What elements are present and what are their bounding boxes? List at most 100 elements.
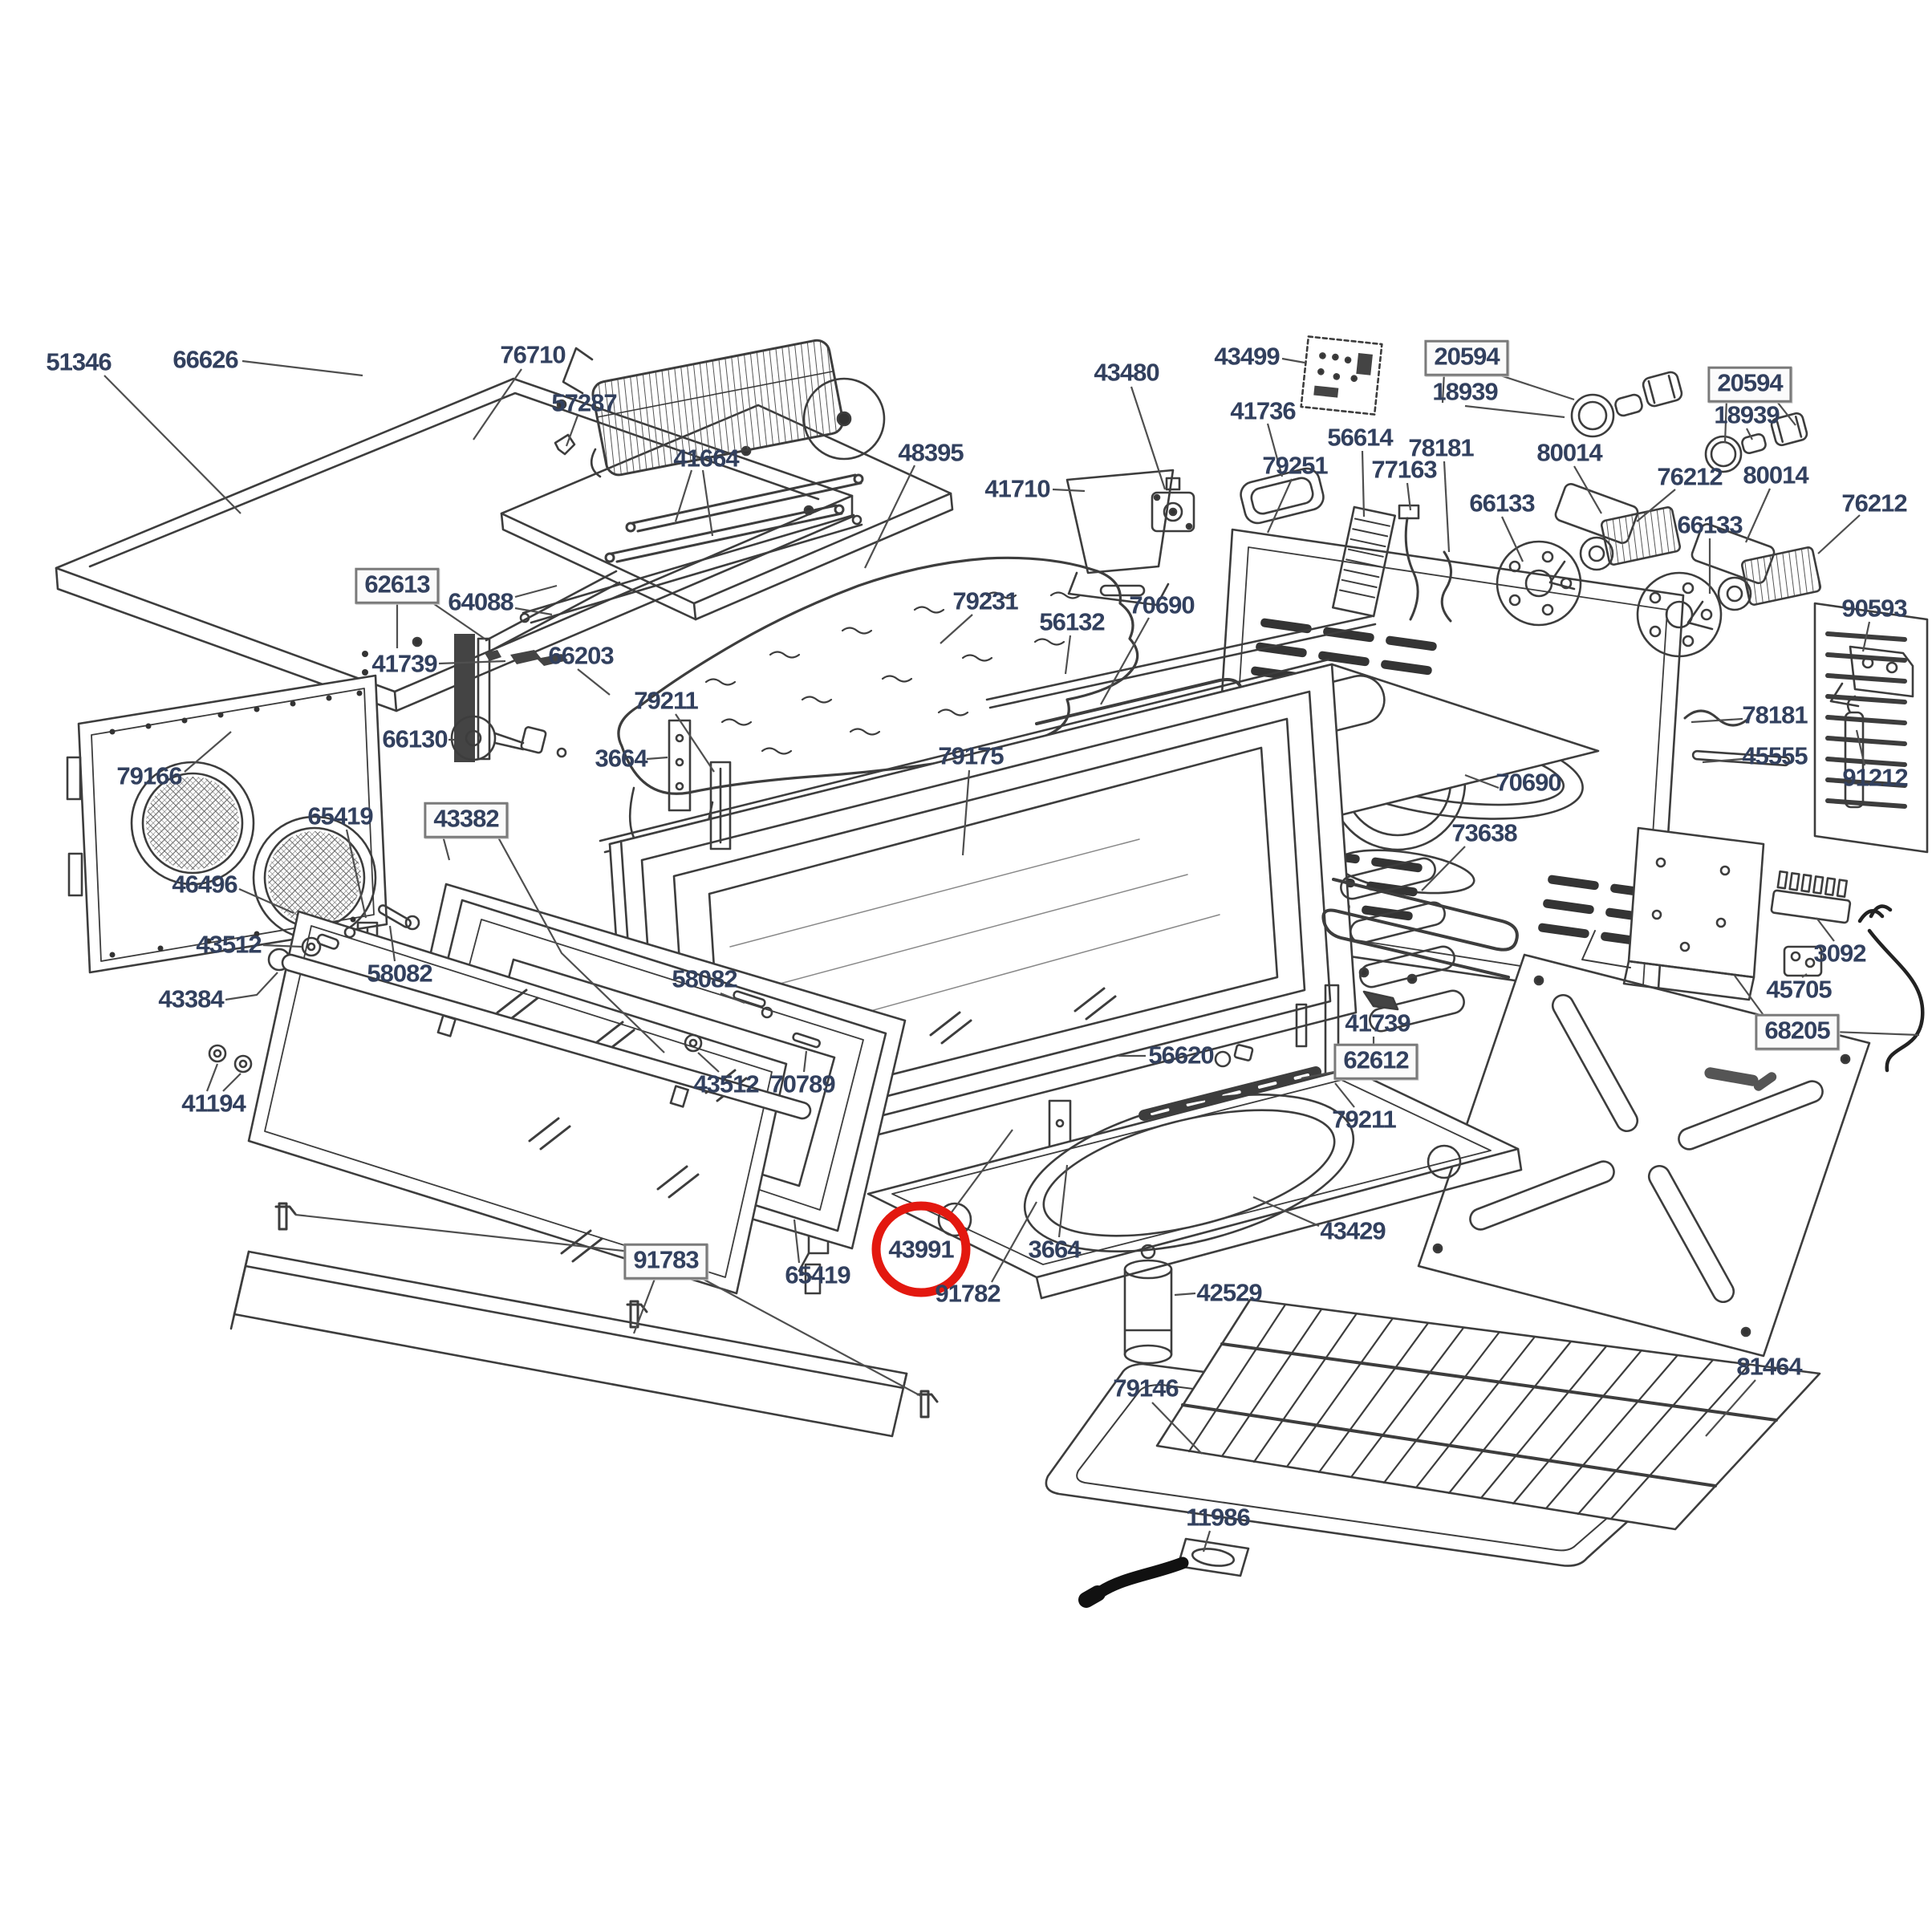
- part-label-66626: 66626: [172, 345, 238, 374]
- leader-line-48395: [864, 465, 915, 569]
- leader-line-41194: [222, 1073, 242, 1092]
- part-label-70690: 70690: [1129, 591, 1195, 619]
- part-label-64088: 64088: [448, 587, 513, 616]
- rear-cover-x-panel: [1417, 953, 1871, 1358]
- part-label-58082: 58082: [367, 959, 432, 988]
- part-label-68205: 68205: [1755, 1013, 1840, 1050]
- part-label-79211: 79211: [634, 686, 698, 715]
- leader-line-64088: [514, 607, 553, 616]
- part-label-18939: 18939: [1714, 400, 1780, 429]
- oven-lamp-set-1: [1570, 371, 1683, 438]
- part-label-79211: 79211: [1332, 1105, 1396, 1134]
- part-label-43512: 43512: [693, 1070, 759, 1098]
- leader-line-3092: [1816, 917, 1835, 942]
- part-label-41664: 41664: [673, 444, 739, 473]
- part-label-3664: 3664: [1028, 1235, 1082, 1264]
- part-label-81464: 81464: [1736, 1352, 1802, 1381]
- leader-line-41664: [674, 469, 693, 522]
- leader-line-77163: [1406, 482, 1412, 511]
- part-label-56614: 56614: [1327, 423, 1393, 452]
- leader-line-41710: [1052, 488, 1086, 493]
- leader-line-43480: [1130, 386, 1167, 490]
- leader-line-41664: [701, 469, 714, 537]
- tool-49626: [1704, 1067, 1777, 1091]
- leader-line-70690: [1100, 617, 1150, 705]
- part-label-56132: 56132: [1039, 607, 1105, 636]
- part-label-76212: 76212: [1657, 462, 1723, 491]
- leader-line-66626: [242, 359, 363, 377]
- part-label-66203: 66203: [548, 641, 614, 670]
- part-label-20594: 20594: [1707, 366, 1792, 403]
- part-label-79146: 79146: [1113, 1374, 1179, 1402]
- leader-line-3664: [1057, 1164, 1069, 1238]
- part-label-43991: 43991: [888, 1235, 954, 1264]
- bracket-41736: [1240, 467, 1325, 525]
- leader-line-91783: [702, 1278, 922, 1397]
- part-label-41710: 41710: [984, 474, 1050, 503]
- part-label-51346: 51346: [46, 347, 112, 376]
- leader-line-70789: [802, 1050, 808, 1073]
- part-label-79166: 79166: [116, 761, 182, 790]
- part-label-70690: 70690: [1496, 768, 1561, 797]
- part-label-3092: 3092: [1813, 939, 1867, 968]
- leader-line-43512: [697, 1052, 720, 1073]
- part-label-66130: 66130: [382, 724, 448, 753]
- leader-line-66133: [1501, 516, 1524, 562]
- leader-line-79251: [1266, 478, 1293, 534]
- leader-line-20594: [1490, 371, 1575, 401]
- leader-line-79231: [940, 614, 973, 644]
- leader-line-66203: [577, 668, 611, 696]
- rear-panel-right: [1683, 602, 1929, 854]
- leader-line-46496: [238, 887, 294, 915]
- leader-line-91212: [1855, 729, 1866, 766]
- leader-line-56132: [1064, 635, 1072, 675]
- part-label-20594: 20594: [1424, 339, 1509, 376]
- motor-80014b: [1686, 522, 1822, 631]
- vent-grille-56614: [1331, 505, 1397, 618]
- leader-line-20594: [1723, 398, 1728, 444]
- part-label-46496: 46496: [172, 870, 237, 899]
- gas-valve-43480: [1151, 477, 1195, 533]
- leader-line-78181: [1690, 717, 1743, 724]
- leader-line-76212: [1817, 514, 1861, 554]
- outer-door-glass: [208, 904, 821, 1295]
- part-label-41736: 41736: [1230, 396, 1296, 425]
- part-label-11986: 11986: [1186, 1503, 1250, 1532]
- red-highlight-circle-43991: [871, 1201, 971, 1297]
- part-label-65419: 65419: [785, 1260, 850, 1289]
- oven-lamp-set-2: [1704, 412, 1808, 473]
- leader-line-43512: [262, 944, 302, 948]
- leader-line-76710: [473, 368, 522, 440]
- part-label-42529: 42529: [1196, 1278, 1262, 1307]
- leader-line-68205: [1734, 975, 1766, 1018]
- leader-line-45555: [1702, 757, 1743, 764]
- part-label-45705: 45705: [1766, 975, 1832, 1004]
- door-seal-62613: [454, 570, 621, 762]
- part-label-65419: 65419: [307, 802, 373, 830]
- blower-fan-66626: [562, 339, 886, 478]
- part-label-80014: 80014: [1536, 438, 1602, 467]
- part-label-41194: 41194: [181, 1089, 246, 1118]
- deflector-41710: [1065, 469, 1175, 607]
- switch-45705: [1783, 945, 1823, 977]
- part-label-77163: 77163: [1371, 455, 1437, 484]
- base-tray-43429: [867, 1067, 1523, 1300]
- leader-line-79146: [1151, 1402, 1203, 1455]
- part-label-41739: 41739: [371, 649, 437, 678]
- grill-rack-81464: [1155, 1298, 1821, 1531]
- temp-probe-11986: [1078, 1537, 1250, 1608]
- part-label-62613: 62613: [355, 567, 440, 604]
- leader-line-58082: [720, 992, 745, 1005]
- terminal-block-3092: [1770, 870, 1852, 924]
- part-label-62612: 62612: [1333, 1043, 1419, 1080]
- leader-lines-layer: [104, 357, 1920, 1552]
- leader-line-43382: [441, 835, 451, 861]
- leader-line-41736: [1266, 423, 1284, 477]
- thermostat-66130: [450, 715, 567, 761]
- part-label-18939: 18939: [1432, 377, 1498, 406]
- leader-line-41739: [438, 660, 506, 665]
- part-label-48395: 48395: [898, 438, 964, 467]
- part-label-58082: 58082: [672, 964, 737, 993]
- terminal-plate-68205: [1581, 826, 1765, 1001]
